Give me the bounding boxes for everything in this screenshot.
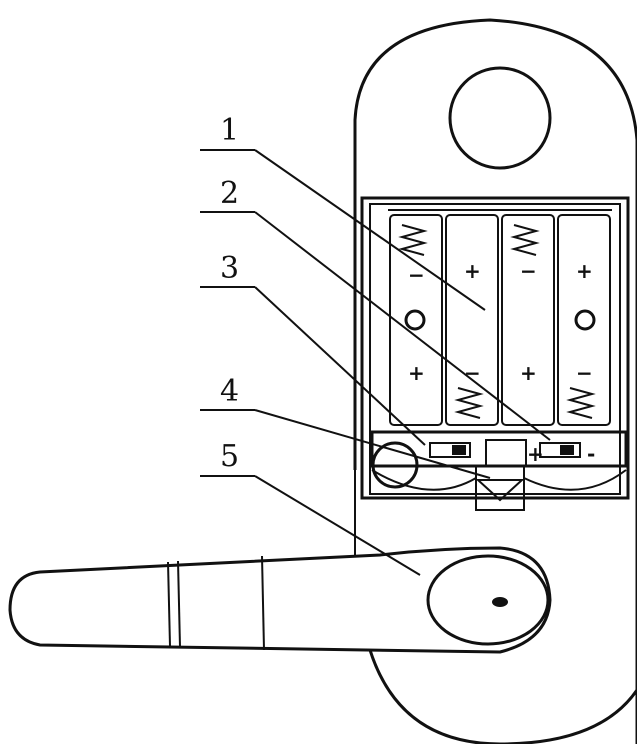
- rivet-icon: [574, 309, 596, 331]
- switch-left: [429, 442, 471, 458]
- handle-screw-icon: [492, 597, 508, 607]
- battery-cell-3: [501, 214, 555, 426]
- callout-1: 1: [220, 113, 239, 148]
- battery-mark-plus: +: [464, 259, 481, 283]
- battery-mark-minus: −: [520, 259, 537, 283]
- lock-body: [353, 18, 637, 744]
- battery-cell-2: [445, 214, 499, 426]
- battery-mark-plus: +: [576, 259, 593, 283]
- spring-icon: [454, 387, 484, 419]
- battery-cell-4: [557, 214, 611, 426]
- battery-mark-minus: −: [576, 361, 593, 385]
- switch-right: [539, 442, 581, 458]
- spring-icon: [566, 387, 596, 419]
- switch-left-slider: [452, 445, 466, 455]
- battery-mark-plus: +: [520, 361, 537, 385]
- switch-mark-plus: +: [527, 442, 544, 466]
- rivet-icon: [404, 309, 426, 331]
- leader-lines: [200, 149, 551, 576]
- battery-cell-1: [389, 214, 443, 426]
- switch-mark-minus: -: [587, 442, 595, 466]
- top-knob-hole: [448, 66, 552, 170]
- callout-5: 5: [220, 439, 239, 474]
- latch-tab: [475, 466, 525, 511]
- spring-icon: [398, 224, 428, 256]
- switch-right-slider: [560, 445, 574, 455]
- screw-icon: [371, 441, 419, 489]
- callout-2: 2: [220, 176, 239, 211]
- battery-cells: − + − + + − + −: [389, 214, 611, 426]
- callout-numbers: 1 2 3 4 5: [220, 113, 239, 474]
- battery-mark-minus: −: [464, 361, 481, 385]
- switch-strip: + -: [370, 430, 628, 511]
- battery-compartment: [360, 196, 630, 500]
- callout-3: 3: [220, 251, 239, 286]
- battery-mark-plus: +: [408, 361, 425, 385]
- lever-handle: [8, 546, 552, 654]
- spring-icon: [510, 224, 540, 256]
- center-tab: [485, 439, 527, 467]
- callout-4: 4: [220, 374, 239, 409]
- battery-mark-minus: −: [408, 263, 425, 287]
